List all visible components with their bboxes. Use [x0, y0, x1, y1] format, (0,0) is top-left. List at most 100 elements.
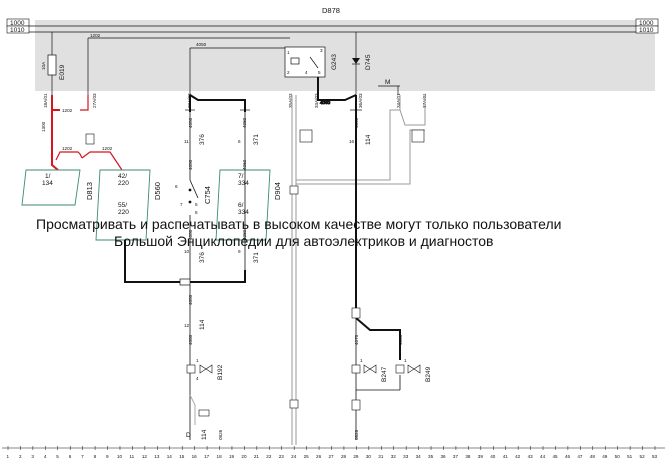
bus-label-bottom-right: 1010 [639, 27, 654, 34]
ruler-tick-label: 40 [490, 454, 496, 459]
svg-text:114: 114 [201, 429, 208, 440]
svg-text:334: 334 [238, 209, 249, 216]
svg-text:0826: 0826 [354, 429, 359, 440]
svg-text:18A/01: 18A/01 [43, 93, 48, 108]
svg-text:4060: 4060 [398, 334, 403, 345]
ruler-tick-label: 16 [192, 454, 198, 459]
ruler-tick-label: 26 [316, 454, 322, 459]
black-wires-right: 4060 [317, 77, 401, 440]
svg-text:1: 1 [196, 358, 199, 363]
ruler-tick-label: 44 [540, 454, 546, 459]
svg-text:4050: 4050 [188, 229, 193, 240]
ruler-tick-label: 45 [552, 454, 558, 459]
ruler-tick-label: 17 [204, 454, 210, 459]
svg-text:33A/03: 33A/03 [314, 93, 319, 108]
svg-text:4060: 4060 [354, 117, 359, 128]
svg-text:1202: 1202 [62, 108, 73, 113]
ruler-tick-label: 7 [81, 454, 84, 459]
relay-id: G243 [331, 54, 338, 70]
svg-text:4080: 4080 [242, 117, 247, 128]
svg-text:B192: B192 [217, 364, 224, 380]
ruler-tick-label: 46 [565, 454, 571, 459]
module-d904-id: D904 [273, 182, 282, 200]
module-d813-id: D813 [85, 182, 94, 200]
ruler-tick-label: 27 [329, 454, 335, 459]
ruler-tick-label: 15 [179, 454, 185, 459]
ruler-tick-label: 29 [353, 454, 359, 459]
ruler-tick-label: 31 [378, 454, 384, 459]
wire-labels-left: 376 371 11 6 376 371 10 9 4050 4080 4050… [184, 117, 260, 345]
svg-text:B247: B247 [381, 366, 388, 382]
ruler-tick-label: 49 [602, 454, 608, 459]
svg-text:6/: 6/ [238, 202, 244, 209]
ruler-tick-label: 50 [615, 454, 621, 459]
relay-g243: 1 2 3 4 5 G243 [284, 46, 338, 78]
svg-text:8: 8 [195, 210, 198, 215]
svg-text:4050: 4050 [188, 117, 193, 128]
svg-text:4050: 4050 [188, 159, 193, 170]
ruler-tick-label: 52 [640, 454, 646, 459]
conn-4050: 4050 [196, 42, 207, 47]
ruler-tick-label: 36 [440, 454, 446, 459]
svg-text:4060: 4060 [320, 100, 331, 105]
ruler-tick-label: 30 [366, 454, 372, 459]
watermark-line-1: Просматривать и распечатывать в высоком … [36, 216, 561, 232]
svg-text:36A/03: 36A/03 [358, 93, 363, 108]
ruler-tick-label: 48 [590, 454, 596, 459]
svg-text:4060: 4060 [242, 159, 247, 170]
svg-text:0826: 0826 [218, 429, 223, 440]
ruler-tick-label: 35 [428, 454, 434, 459]
svg-text:114: 114 [365, 134, 372, 145]
svg-text:2: 2 [287, 70, 290, 75]
component-b192: 1 4 B192 D 114 0826 [186, 358, 224, 440]
switch-c754: 6 7 5 8 C754 [175, 179, 212, 215]
diagram-title: D878 [322, 6, 340, 15]
svg-text:55/: 55/ [118, 202, 127, 209]
svg-text:376: 376 [199, 252, 206, 263]
ruler-tick-label: 43 [528, 454, 534, 459]
svg-text:6: 6 [238, 139, 241, 144]
ruler-tick-label: 28 [341, 454, 347, 459]
ruler-tick-label: 11 [129, 454, 134, 459]
ruler-tick-label: 19 [229, 454, 235, 459]
svg-text:27A/03: 27A/03 [92, 93, 97, 108]
svg-text:1202: 1202 [102, 146, 113, 151]
gray-wires [289, 95, 426, 445]
svg-text:1300: 1300 [41, 121, 46, 132]
ruler-tick-label: 41 [503, 454, 509, 459]
ruler-tick-label: 51 [627, 454, 633, 459]
svg-text:42/: 42/ [118, 173, 127, 180]
module-d560: 42/ 220 55/ 220 D560 [95, 169, 162, 241]
ruler-tick-label: 13 [154, 454, 160, 459]
svg-text:7: 7 [180, 202, 183, 207]
wire-labels-right: 114 16 4060 4070 4060 0826 [349, 117, 403, 440]
red-wires: 1202 1202 1202 1300 [41, 95, 123, 171]
ruler-tick-label: 9 [106, 454, 109, 459]
ruler-tick-label: 34 [416, 454, 422, 459]
svg-text:16: 16 [349, 139, 355, 144]
ruler-tick-label: 47 [577, 454, 583, 459]
wire-1202-top: 1202 [87, 33, 290, 95]
svg-text:4050: 4050 [188, 294, 193, 305]
diode-d745: D745 [352, 32, 372, 95]
watermark-line-2: Большой Энциклопедии для автоэлектриков … [114, 233, 493, 249]
black-wires-left [124, 94, 250, 440]
svg-text:220: 220 [118, 180, 129, 187]
module-d813: 1/ 134 D813 [21, 169, 94, 206]
component-b247: 1 B247 [351, 358, 388, 382]
ruler-tick-label: 32 [391, 454, 397, 459]
ruler-tick-label: 42 [515, 454, 521, 459]
ruler-tick-label: 2 [19, 454, 22, 459]
ruler-tick-label: 22 [266, 454, 272, 459]
ruler-tick-label: 6 [69, 454, 72, 459]
bus-bars: 1000 1010 1000 1010 [6, 18, 659, 34]
svg-text:1: 1 [287, 50, 290, 55]
svg-text:334: 334 [238, 180, 249, 187]
wire-4050-top: 4050 [189, 42, 290, 95]
svg-text:9: 9 [238, 249, 241, 254]
bus-label-top: 1000 [10, 20, 25, 27]
svg-text:B249: B249 [425, 366, 432, 382]
svg-text:5: 5 [195, 202, 198, 207]
